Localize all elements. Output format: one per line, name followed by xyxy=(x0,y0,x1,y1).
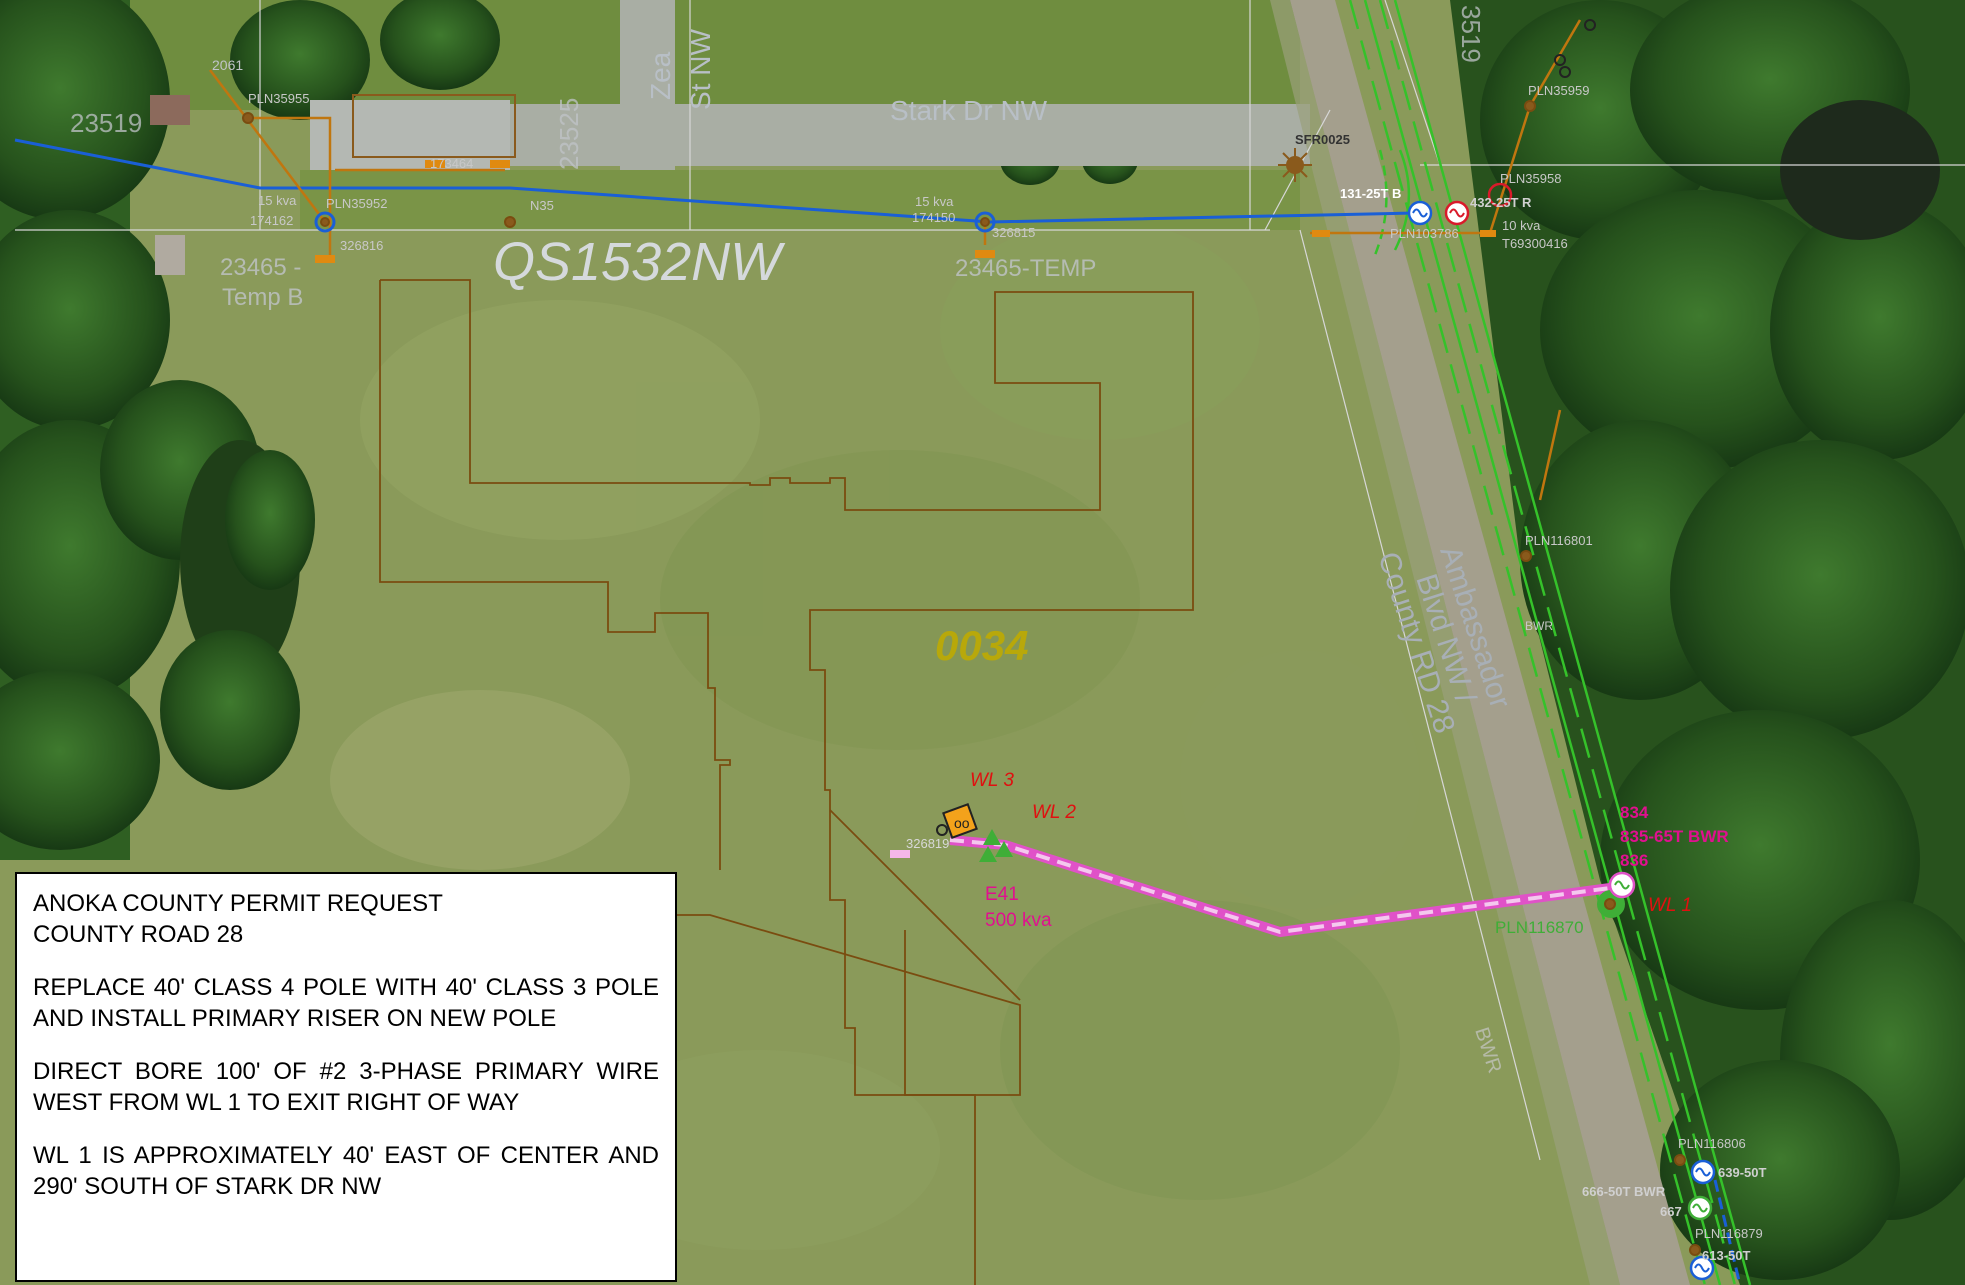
map-label-m-819: 326819 xyxy=(906,836,949,851)
wl1-label: WL 1 xyxy=(1648,895,1692,916)
map-label-pln116870: PLN116870 xyxy=(1495,918,1584,937)
map-label-kva15-a: 15 kva xyxy=(258,193,297,208)
map-label-t613: 613-50T xyxy=(1702,1248,1750,1263)
ambassador-road xyxy=(1290,0,1690,1285)
map-label-pln116806: PLN116806 xyxy=(1678,1136,1746,1151)
wl2-label: WL 2 xyxy=(1032,802,1076,823)
circuit-label: QS1532NW xyxy=(493,232,786,292)
map-label-p834: 834 xyxy=(1620,803,1649,822)
map-label-n35: N35 xyxy=(530,198,554,213)
primary-line[interactable] xyxy=(14,138,1742,1285)
map-label-t-left-a: 174162 xyxy=(250,213,293,228)
notes-title-line2: COUNTY ROAD 28 xyxy=(33,921,244,948)
svg-text:oo: oo xyxy=(954,815,970,831)
transformer-symbols[interactable] xyxy=(1407,182,1716,1281)
map-label-pln35959: PLN35959 xyxy=(1528,83,1589,98)
map-label-addr-2061: 2061 xyxy=(212,57,243,73)
map-label-p835: 835-65T BWR xyxy=(1620,827,1729,846)
forest-east xyxy=(1450,0,1965,1285)
map-label-t667: 667 xyxy=(1660,1204,1682,1219)
map-label-m-815: 326815 xyxy=(992,225,1035,240)
map-label-sfr: SFR0025 xyxy=(1295,132,1350,147)
map-label-kva15-b: 15 kva xyxy=(915,194,954,209)
map-label-t639: 639-50T xyxy=(1718,1165,1766,1180)
street-label-zea-1: Zea xyxy=(645,51,676,100)
notes-paragraph-3: WL 1 IS APPROXIMATELY 40' EAST OF CENTER… xyxy=(33,1142,659,1200)
map-label-p836: 836 xyxy=(1620,851,1648,870)
map-label-t-left-b: 174150 xyxy=(912,210,955,225)
map-label-bwr-mid: BWR xyxy=(1525,619,1553,633)
street-label-zea-2: St NW xyxy=(685,29,716,110)
street-label-stark: Stark Dr NW xyxy=(890,95,1048,126)
kva500-label: 500 kva xyxy=(985,910,1052,931)
map-label-addr-23525: 23525 xyxy=(554,98,584,170)
map-label-addr-23465-a: 23465 - xyxy=(220,254,301,281)
parcel-id-label: 0034 xyxy=(935,622,1028,669)
permit-notes-box: ANOKA COUNTY PERMIT REQUEST COUNTY ROAD … xyxy=(15,872,677,1282)
notes-paragraph-1: REPLACE 40' CLASS 4 POLE WITH 40' CLASS … xyxy=(33,974,659,1032)
riser-marker xyxy=(890,850,910,858)
lawn-strip xyxy=(300,170,1300,230)
map-label-pln35955: PLN35955 xyxy=(248,91,309,106)
switchgear-icon[interactable]: oo xyxy=(936,803,978,839)
map-label-t432: 432-25T R xyxy=(1470,195,1532,210)
map-label-kva10: 10 kva xyxy=(1502,218,1541,233)
map-label-t69: T69300416 xyxy=(1502,236,1568,251)
ambassador-shoulder xyxy=(1270,0,1620,1285)
tree-cluster-west xyxy=(0,0,1138,860)
poles[interactable] xyxy=(242,100,1701,1256)
parcel-boundary xyxy=(379,279,1194,1285)
map-label-t666: 666-50T BWR xyxy=(1582,1184,1666,1199)
notes-title: ANOKA COUNTY PERMIT REQUEST COUNTY ROAD … xyxy=(33,888,659,950)
map-label-pln103786: PLN103786 xyxy=(1390,226,1459,241)
e41-label: E41 xyxy=(985,884,1019,905)
map-label-addr-23465-temp: 23465-TEMP xyxy=(955,255,1096,282)
water-line-icons xyxy=(979,829,1013,862)
map-label-pln116801: PLN116801 xyxy=(1525,533,1593,548)
zea-road xyxy=(620,0,675,170)
notes-title-line1: ANOKA COUNTY PERMIT REQUEST xyxy=(33,890,443,917)
streetlight-icon[interactable] xyxy=(1278,148,1312,182)
map-label-addr-23465-b: Temp B xyxy=(222,284,303,311)
map-label-pln35958: PLN35958 xyxy=(1500,171,1561,186)
map-label-pln116879: PLN116879 xyxy=(1695,1226,1763,1241)
map-label-pln35952: PLN35952 xyxy=(326,196,387,211)
switch-icons xyxy=(1554,19,1596,78)
wl3-label: WL 3 xyxy=(970,770,1014,791)
new-conduit-route[interactable] xyxy=(949,835,1611,937)
map-label-addr-3519: 3519 xyxy=(1456,5,1486,63)
map-label-t131: 131-25T B xyxy=(1340,186,1401,201)
notes-paragraph-2: DIRECT BORE 100' OF #2 3-PHASE PRIMARY W… xyxy=(33,1058,659,1116)
building-north xyxy=(310,100,510,170)
map-label-addr-23519: 23519 xyxy=(70,108,142,138)
map-label-m-816: 326816 xyxy=(340,238,383,253)
meter-blocks xyxy=(315,160,1496,263)
map-label-m-173: 173464 xyxy=(430,156,473,171)
building-label-box xyxy=(352,94,516,158)
